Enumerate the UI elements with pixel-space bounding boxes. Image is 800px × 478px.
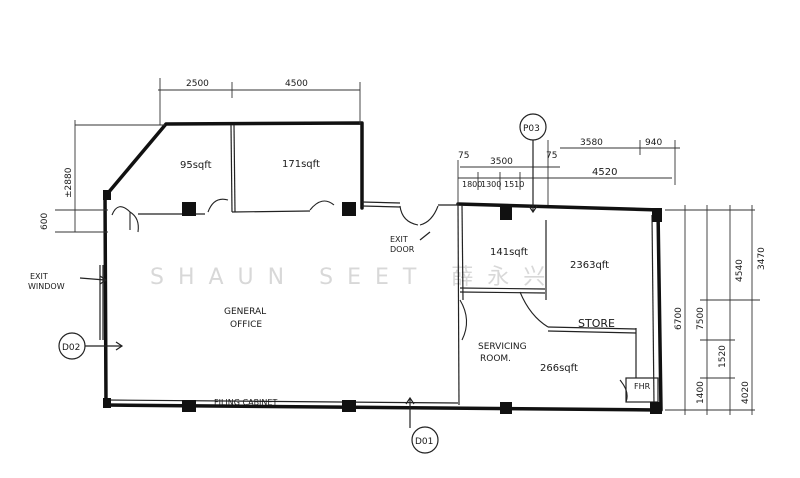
marker-d01: D01 bbox=[411, 426, 439, 454]
room-2363qft: 2363qft bbox=[570, 260, 609, 271]
outer-walls bbox=[103, 121, 663, 412]
dim-vert-6700: 6700 bbox=[674, 307, 684, 330]
dim-small-1510: 1510 bbox=[504, 180, 524, 189]
dim-right-75b: 75 bbox=[546, 151, 557, 161]
general-office-line2: OFFICE bbox=[230, 320, 262, 330]
servicing-room-line2: ROOM. bbox=[480, 354, 511, 364]
marker-d01-label: D01 bbox=[415, 437, 433, 447]
store-label: STORE bbox=[578, 317, 615, 330]
room-95sqft: 95sqft bbox=[180, 160, 212, 171]
fhr-label: FHR bbox=[634, 382, 651, 391]
dimension-text: 2500 4500 ±2880 600 3580 940 75 3500 75 … bbox=[40, 79, 767, 404]
exit-window-line2: WINDOW bbox=[28, 282, 65, 291]
filing-cabinet-label: FILING CABINET bbox=[214, 398, 277, 407]
structural-columns bbox=[103, 190, 662, 414]
dim-small-1800: 1800 bbox=[462, 180, 482, 189]
dim-vert-3470: 3470 bbox=[757, 247, 767, 270]
dim-vert-7500: 7500 bbox=[696, 307, 706, 330]
dim-right-3500: 3500 bbox=[490, 157, 513, 167]
dim-vert-1400: 1400 bbox=[696, 381, 706, 404]
dim-small-1300: 1300 bbox=[481, 180, 501, 189]
room-171sqft: 171sqft bbox=[282, 159, 320, 170]
annotation-labels: EXIT DOOR EXIT WINDOW FILING CABINET bbox=[28, 235, 415, 407]
doors bbox=[111, 198, 628, 403]
marker-d02: D02 bbox=[58, 332, 86, 360]
dim-right-3580: 3580 bbox=[580, 138, 603, 148]
servicing-room-line1: SERVICING bbox=[478, 342, 527, 352]
exit-door-line1: EXIT bbox=[390, 235, 408, 244]
dim-top-2500: 2500 bbox=[186, 79, 209, 89]
dim-right-940: 940 bbox=[645, 138, 662, 148]
marker-p03: P03 bbox=[519, 113, 547, 141]
watermark: SHAUN SEET 薛永兴 bbox=[150, 265, 559, 290]
dim-vert-1520: 1520 bbox=[718, 345, 728, 368]
general-office-line1: GENERAL bbox=[224, 307, 266, 317]
interior-walls bbox=[99, 124, 659, 406]
servicing-room-area: 266sqft bbox=[540, 363, 578, 374]
arrows bbox=[79, 140, 538, 428]
exit-door-line2: DOOR bbox=[390, 245, 415, 254]
dim-vert-4020: 4020 bbox=[741, 381, 751, 404]
marker-p03-label: P03 bbox=[523, 124, 540, 134]
exit-window-line1: EXIT bbox=[30, 272, 48, 281]
dim-right-75a: 75 bbox=[458, 151, 469, 161]
dim-vert-4540: 4540 bbox=[735, 259, 745, 282]
dim-left-600: 600 bbox=[40, 213, 50, 230]
room-141sqft: 141sqft bbox=[490, 247, 528, 258]
marker-d02-label: D02 bbox=[62, 343, 80, 353]
room-labels: 95sqft 171sqft 141sqft 2363qft GENERAL O… bbox=[180, 159, 651, 391]
dim-right-4520: 4520 bbox=[592, 167, 617, 178]
dim-top-4500: 4500 bbox=[285, 79, 308, 89]
dimension-lines bbox=[55, 78, 760, 415]
dim-left-2880: ±2880 bbox=[64, 167, 74, 198]
